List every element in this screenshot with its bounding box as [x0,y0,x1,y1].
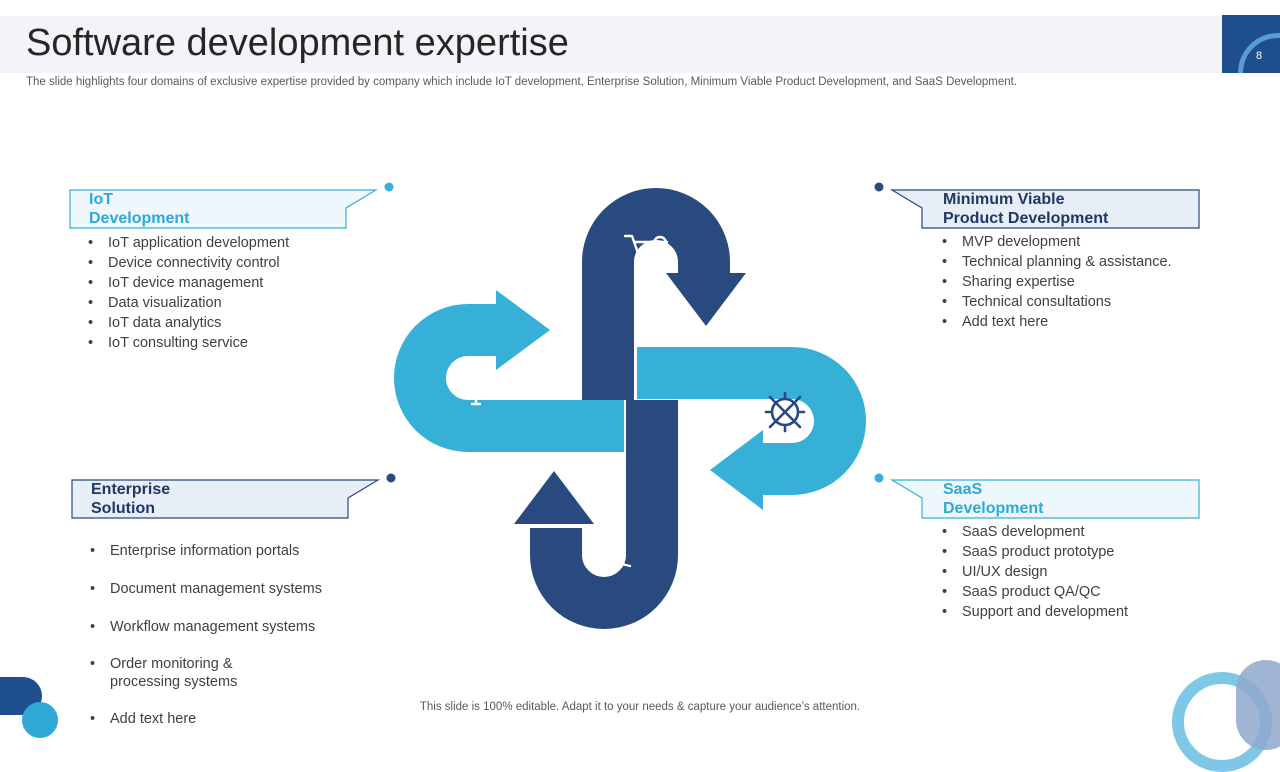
saas-callout-dot [874,473,884,483]
list-item: IoT consulting service [88,333,388,353]
list-item: IoT application development [88,233,388,253]
list-item: Data visualization [88,293,388,313]
list-item: MVP development [942,232,1252,252]
arrow-right-light [637,347,866,510]
saas-item-list: SaaS development SaaS product prototype … [942,522,1252,622]
page-number: 8 [1256,50,1263,62]
list-item: SaaS development [942,522,1252,542]
list-item: Workflow management systems [90,617,390,637]
mvp-item-list: MVP development Technical planning & ass… [942,232,1252,332]
list-item: Add text here [942,312,1252,332]
iot-item-list: IoT application development Device conne… [88,233,388,353]
arrow-top-dark [582,188,746,400]
list-item: Technical consultations [942,292,1252,312]
title-bar [0,16,1222,73]
lightbulb-magnifier-icon [594,519,632,569]
footer-note: This slide is 100% editable. Adapt it to… [419,701,861,713]
enterprise-callout-dot [386,473,396,483]
saas-section-title: SaaS Development [943,481,1044,517]
list-item: SaaS product QA/QC [942,582,1252,602]
enterprise-section-title: Enterprise Solution [91,481,171,517]
list-item: Enterprise information portals [90,541,390,561]
iot-section-title: IoT Development [89,191,190,227]
list-item: IoT device management [88,273,388,293]
arrow-bottom-dark [514,400,678,629]
iot-callout-box [69,189,379,229]
list-item: SaaS product prototype [942,542,1252,562]
arrow-left-light [394,290,624,452]
list-item: Technical planning & assistance. [942,252,1252,272]
decorative-shape [1236,660,1280,750]
list-item: Order monitoring & processing systems [90,655,390,691]
enterprise-callout-box [71,479,381,519]
wrench-screwdriver-gear-icon [764,391,806,433]
saas-callout-box [889,479,1200,519]
list-item: Sharing expertise [942,272,1252,292]
enterprise-item-list: Enterprise information portals Document … [90,523,390,747]
iot-callout-dot [384,182,394,192]
list-item: Device connectivity control [88,253,388,273]
mvp-callout-box [889,189,1200,229]
list-item: IoT data analytics [88,313,388,333]
page-title: Software development expertise [26,22,569,64]
list-item: Document management systems [90,579,390,599]
list-item: UI/UX design [942,562,1252,582]
shopping-cart-search-icon [623,234,674,267]
page-number-badge [1222,15,1280,73]
mvp-callout-dot [874,182,884,192]
mvp-section-title: Minimum Viable Product Development [943,191,1109,227]
page-subtitle: The slide highlights four domains of exc… [26,76,1018,88]
decorative-circle [22,702,58,738]
gear-brain-bulb-icon [455,362,497,406]
cycle-diagram [69,182,1200,629]
list-item: Support and development [942,602,1252,622]
